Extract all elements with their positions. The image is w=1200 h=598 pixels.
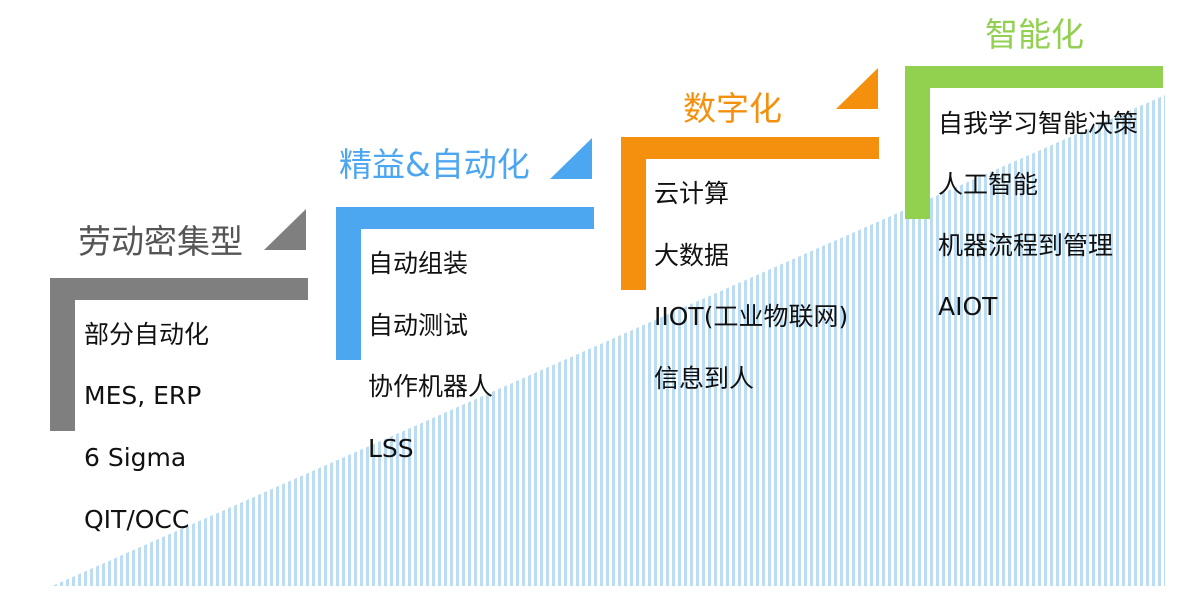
- stage-1-item-3: 6 Sigma: [84, 443, 187, 472]
- stage-3-title: 数字化: [683, 89, 782, 128]
- stage-2-item-3: 协作机器人: [368, 372, 494, 401]
- growth-ramp: [52, 95, 1165, 586]
- stage-3-arrowhead: [836, 68, 878, 109]
- stage-2-title: 精益&自动化: [339, 145, 530, 184]
- stage-3-post: [621, 137, 646, 290]
- stage-3-item-3: IIOT(工业物联网): [654, 302, 849, 331]
- stage-2-bar: [336, 207, 594, 229]
- stage-3-item-1: 云计算: [654, 179, 730, 208]
- stage-4-title: 智能化: [985, 15, 1084, 54]
- stage-3-item-4: 信息到人: [654, 364, 755, 393]
- stage-3-bar: [621, 137, 879, 159]
- stage-1-item-2: MES, ERP: [84, 381, 202, 410]
- stage-1-title: 劳动密集型: [78, 222, 243, 261]
- stage-2-item-2: 自动测试: [368, 311, 469, 340]
- stage-4-item-4: AIOT: [938, 292, 998, 321]
- stage-4-post: [905, 66, 930, 219]
- stage-4-item-3: 机器流程到管理: [938, 231, 1114, 260]
- stage-1-item-1: 部分自动化: [84, 320, 210, 349]
- stage-4-item-2: 人工智能: [938, 170, 1039, 199]
- stage-4-bar: [905, 66, 1163, 88]
- stage-2-arrowhead: [550, 138, 592, 179]
- stage-2-item-1: 自动组装: [368, 249, 469, 278]
- stage-3-item-2: 大数据: [654, 241, 730, 270]
- stage-2-post: [336, 207, 361, 360]
- stage-2-item-4: LSS: [368, 434, 414, 463]
- stage-1-arrowhead: [264, 209, 306, 250]
- stage-4-item-1: 自我学习智能决策: [938, 109, 1139, 138]
- stage-1-item-4: QIT/OCC: [84, 505, 190, 534]
- stage-1-bar: [50, 278, 308, 300]
- stage-1-post: [50, 278, 75, 431]
